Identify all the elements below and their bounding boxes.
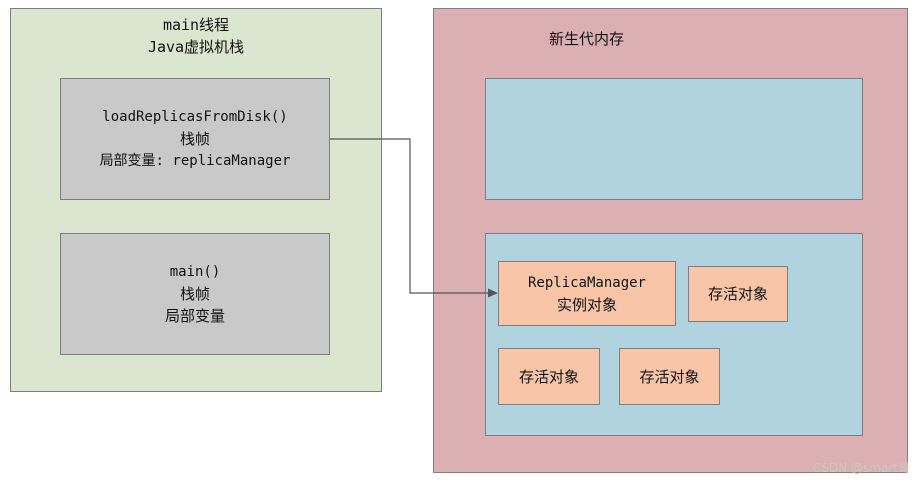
reference-arrow-head [488,288,498,298]
frame-local-variable: 局部变量: replicaManager [99,153,291,169]
frame-label: 栈帧 [179,285,210,303]
heap-region-empty [485,78,863,200]
reference-arrow-line [330,138,490,294]
live-object-2: 存活对象 [498,348,600,405]
stack-title-line2: Java虚拟机栈 [147,38,245,56]
frame-method-name: main() [169,264,221,280]
stack-frame-load-replicas: loadReplicasFromDisk() 栈帧 局部变量: replicaM… [60,78,330,200]
stack-frame-main: main() 栈帧 局部变量 [60,233,330,355]
live-object-1: 存活对象 [688,266,788,322]
frame-label: 栈帧 [179,130,210,148]
stack-title-line1: main线程 [162,16,230,34]
frame-local-variable: 局部变量 [164,307,225,325]
watermark: CSDN @smart哥 [813,461,910,475]
replica-manager-object: ReplicaManager 实例对象 [498,261,676,326]
frame-method-name: loadReplicasFromDisk() [102,109,288,125]
object-kind: 实例对象 [556,295,617,314]
object-class-name: ReplicaManager [527,274,646,291]
live-object-3: 存活对象 [619,348,720,405]
jvm-stack-title: main线程 Java虚拟机栈 [10,14,382,58]
young-gen-title: 新生代内存 [549,30,625,48]
